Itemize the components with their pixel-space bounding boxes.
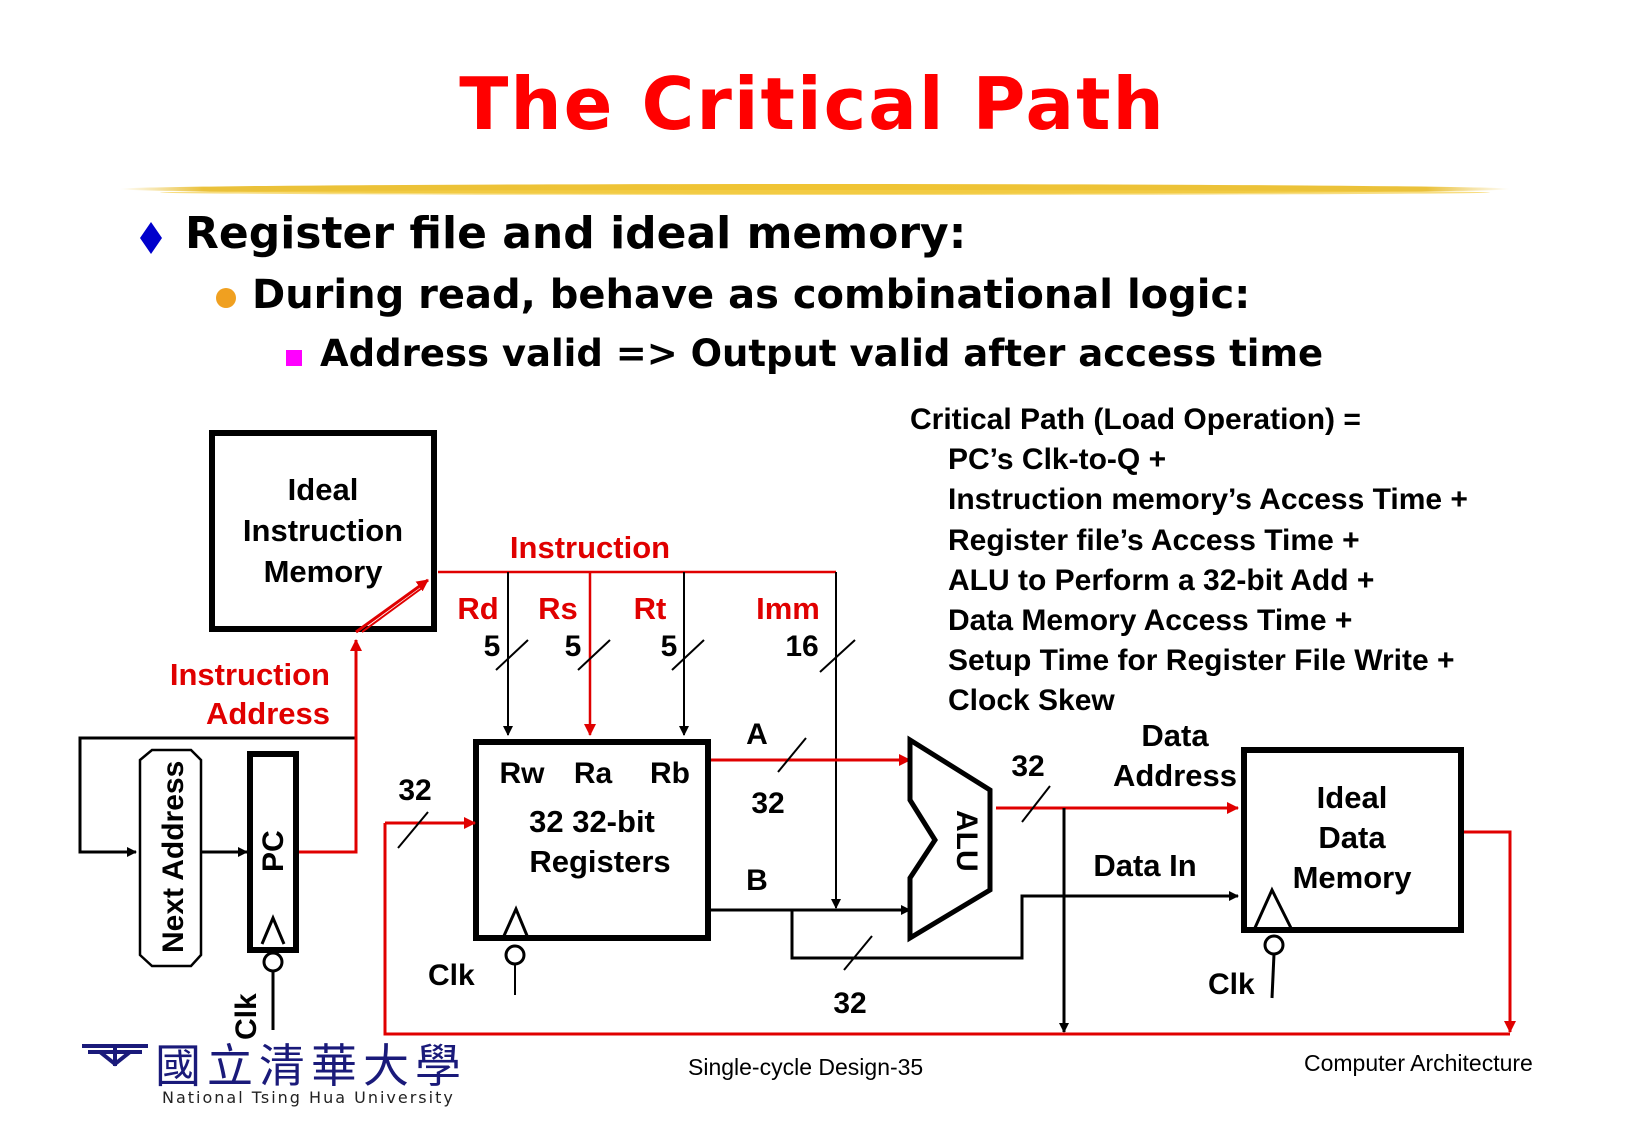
bullet-register-file: Register file and ideal memory: (185, 208, 967, 259)
bus-a-width-tick (777, 737, 807, 773)
data-address-label: Data (1141, 718, 1209, 753)
next-address-feedback-wire (78, 736, 356, 857)
footer-page-label: Single-cycle Design-35 (688, 1054, 924, 1080)
alu-label: ALU (950, 810, 983, 872)
instruction-address-label: Instruction (170, 657, 330, 692)
critical-path-item: Setup Time for Register File Write + (948, 644, 1455, 678)
data-address-label: Address (1113, 758, 1237, 793)
critical-path-item: Clock Skew (948, 684, 1115, 718)
regs-clock-bubble-icon (504, 944, 526, 966)
university-logo-english: National Tsing Hua University (162, 1088, 455, 1107)
critical-path-item: Register file’s Access Time + (948, 523, 1360, 557)
pc-register (247, 751, 299, 953)
data-memory-box (1241, 747, 1464, 933)
writeback-wire (383, 823, 1510, 1036)
rs-label: Rs (538, 591, 578, 626)
alu-width-tick (1021, 785, 1051, 823)
pc-to-imem-arrow-shadow (361, 587, 423, 633)
dmem-output-wire (1464, 830, 1516, 1033)
data-in-label: Data In (1093, 848, 1196, 883)
critical-path-item: Instruction memory’s Access Time + (948, 483, 1468, 517)
pc-to-imem-wire (299, 639, 362, 854)
bus-b-width-tick (843, 935, 873, 971)
register-file-box (473, 739, 711, 941)
alu-shape (907, 735, 993, 943)
data-in-wire (790, 891, 1239, 960)
dmem-clock-bubble-icon (1263, 934, 1285, 956)
register-file-label: Registers (529, 844, 670, 879)
critical-path-equation: Critical Path (Load Operation) = PC’s Cl… (910, 400, 1468, 722)
instruction-address-label: Address (206, 696, 330, 731)
rw-port-label: Rw (500, 757, 546, 790)
dmem-clock-wire (1270, 953, 1276, 999)
rt-label: Rt (634, 591, 667, 626)
dmem-label: Ideal (1317, 780, 1388, 815)
imem-label: Ideal (288, 472, 359, 507)
square-bullet-icon (286, 350, 302, 366)
footer-course-label: Computer Architecture (1304, 1050, 1533, 1076)
bullet-combinational: During read, behave as combinational log… (252, 272, 1251, 318)
diamond-bullet-icon (140, 222, 162, 254)
bullet-address-valid: Address valid => Output valid after acce… (320, 332, 1324, 375)
imem-label: Instruction (243, 513, 403, 548)
critical-path-item: PC’s Clk-to-Q + (948, 443, 1167, 477)
imm-label: Imm (756, 591, 820, 626)
rt-width-tick (671, 639, 705, 671)
next-address-label: Next Address (157, 761, 190, 953)
critical-path-item: ALU to Perform a 32-bit Add + (948, 563, 1375, 597)
rd-width-label: 5 (484, 630, 501, 663)
pc-clock-bubble-icon (262, 951, 284, 973)
dmem-clock-triangle-icon (1252, 886, 1294, 931)
dmem-label: Data (1318, 820, 1386, 855)
bus-a-width-label: 32 (751, 787, 784, 820)
rd-label: Rd (457, 591, 498, 626)
regs-clk-label: Clk (428, 959, 475, 992)
instruction-memory-box (209, 430, 437, 632)
bus-b-label: B (746, 864, 768, 897)
instruction-bus-label: Instruction (510, 530, 670, 565)
title-underline (120, 184, 1510, 194)
title-underline-highlight (160, 190, 1490, 195)
ra-port-label: Ra (574, 757, 613, 790)
rs-width-label: 5 (565, 630, 582, 663)
imem-label: Memory (264, 554, 384, 589)
alu-width-label: 32 (1011, 750, 1044, 783)
pc-label: PC (257, 830, 290, 872)
bus-a-label: A (746, 718, 768, 751)
next-address-box (138, 748, 203, 968)
pc-clock-triangle-icon (260, 914, 286, 945)
circle-bullet-icon (216, 288, 236, 308)
rs-width-tick (577, 639, 611, 671)
pc-to-imem-arrow (355, 578, 429, 634)
critical-path-heading: Critical Path (Load Operation) = (910, 403, 1361, 436)
critical-path-item: Data Memory Access Time + (948, 604, 1353, 638)
university-logo-chinese: 國立清華大學 (155, 1039, 467, 1093)
bus-b-width-label: 32 (833, 987, 866, 1020)
rt-width-label: 5 (661, 630, 678, 663)
dmem-label: Memory (1293, 860, 1413, 895)
university-emblem-icon (82, 1044, 148, 1067)
imm-width-tick (819, 639, 856, 673)
slide-title: The Critical Path (459, 62, 1166, 146)
busw-width-label: 32 (398, 774, 431, 807)
dmem-clk-label: Clk (1208, 968, 1255, 1001)
regs-clock-triangle-icon (501, 905, 530, 939)
imm-width-label: 16 (785, 630, 818, 663)
rb-port-label: Rb (650, 757, 690, 790)
rd-width-tick (495, 639, 529, 671)
register-file-label: 32 32-bit (529, 804, 655, 839)
pc-clk-label: Clk (230, 993, 263, 1040)
busw-width-tick (397, 811, 429, 849)
